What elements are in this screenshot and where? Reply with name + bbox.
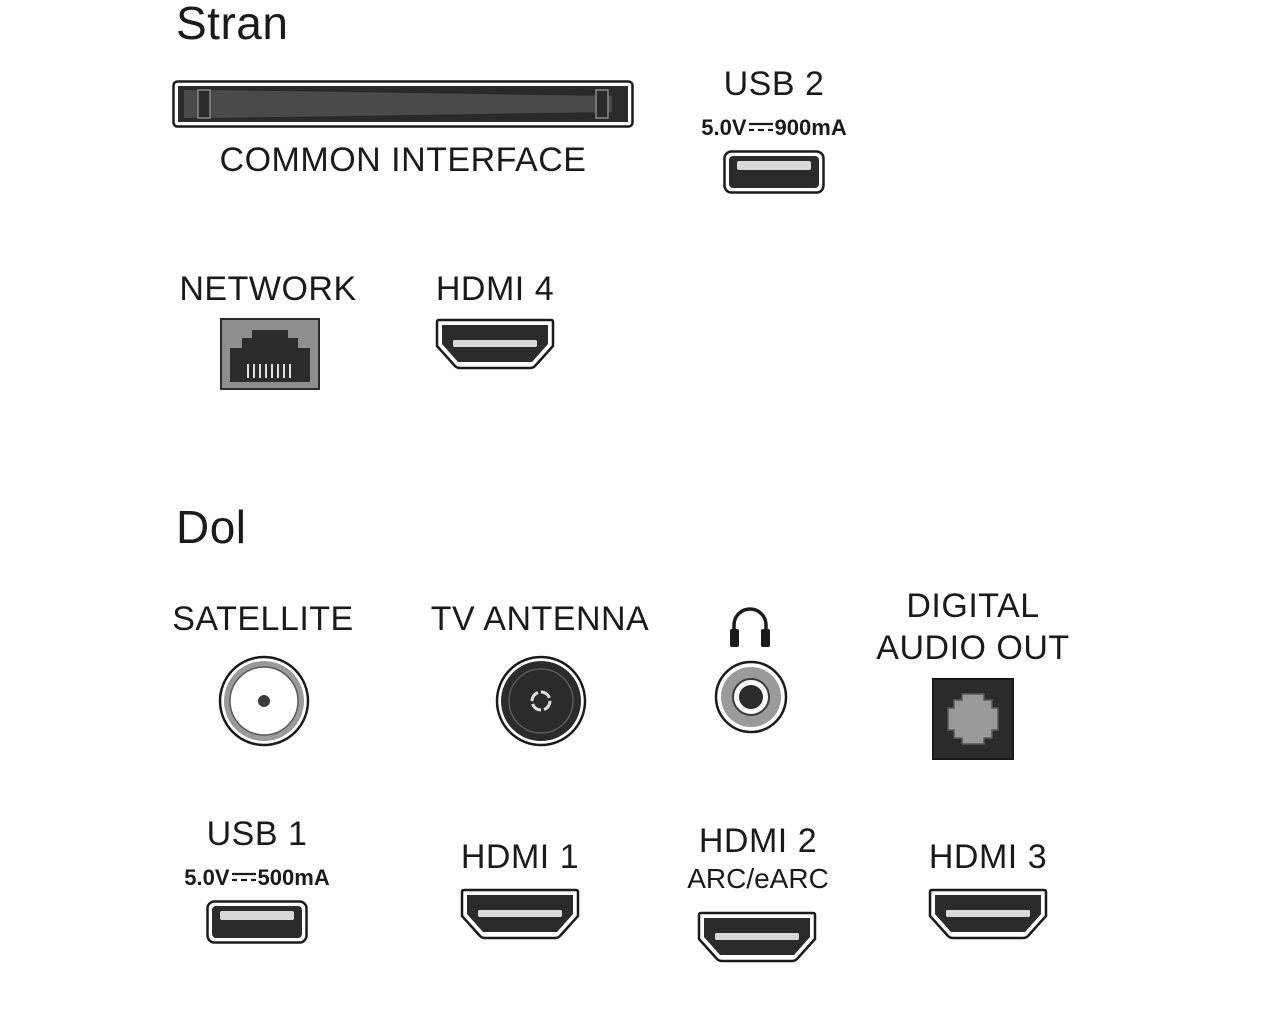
usb1-voltage: 5.0V (184, 865, 230, 890)
tv-antenna-port (495, 655, 587, 747)
usb2-current: 900mA (774, 115, 847, 140)
audio-jack-icon (714, 660, 788, 734)
network-label: NETWORK (179, 270, 357, 308)
usb2-power-rating: 5.0V 900mA (684, 115, 864, 141)
headphone-port (714, 660, 788, 734)
hdmi3-label: HDMI 3 (928, 838, 1048, 876)
ci-slot-icon (172, 80, 634, 128)
usb2-port (723, 150, 825, 194)
section-title-top: Stran (176, 0, 289, 49)
hdmi4-label: HDMI 4 (435, 270, 555, 308)
usb1-power-rating: 5.0V 500mA (167, 865, 347, 891)
tv-antenna-label: TV ANTENNA (430, 600, 650, 638)
usb-port-icon (206, 900, 308, 944)
optical-port-icon (932, 678, 1014, 760)
usb1-label: USB 1 (206, 815, 308, 853)
usb1-current: 500mA (257, 865, 330, 890)
common-interface-label: COMMON INTERFACE (219, 141, 587, 179)
usb2-voltage: 5.0V (701, 115, 747, 140)
digital-audio-out-port (932, 678, 1014, 760)
hdmi2-label: HDMI 2 (698, 822, 818, 860)
satellite-port (218, 655, 310, 747)
hdmi2-port (697, 911, 817, 963)
usb2-label: USB 2 (723, 65, 825, 103)
headphone-symbol (728, 603, 772, 649)
hdmi2-arc-label: ARC/eARC (687, 863, 829, 894)
headphone-icon (730, 607, 770, 647)
hdmi-port-icon (435, 318, 555, 370)
hdmi-port-icon (928, 888, 1048, 940)
hdmi-port-icon (460, 888, 580, 940)
dc-symbol-icon (230, 870, 258, 884)
common-interface-port (172, 80, 634, 128)
dc-symbol-icon (747, 120, 775, 134)
section-title-bottom: Dol (176, 501, 247, 553)
hdmi4-port (435, 318, 555, 370)
hdmi1-label: HDMI 1 (460, 838, 580, 876)
network-port (220, 318, 320, 390)
hdmi-port-icon (697, 911, 817, 963)
digital-audio-out-label-line2: AUDIO OUT (876, 629, 1070, 667)
usb-port-icon (723, 150, 825, 194)
digital-audio-out-label-line1: DIGITAL (906, 587, 1040, 625)
satellite-label: SATELLITE (172, 600, 354, 638)
satellite-f-connector-icon (218, 655, 310, 747)
ethernet-port-icon (220, 318, 320, 390)
hdmi1-port (460, 888, 580, 940)
usb1-port (206, 900, 308, 944)
hdmi3-port (928, 888, 1048, 940)
antenna-coax-icon (495, 655, 587, 747)
